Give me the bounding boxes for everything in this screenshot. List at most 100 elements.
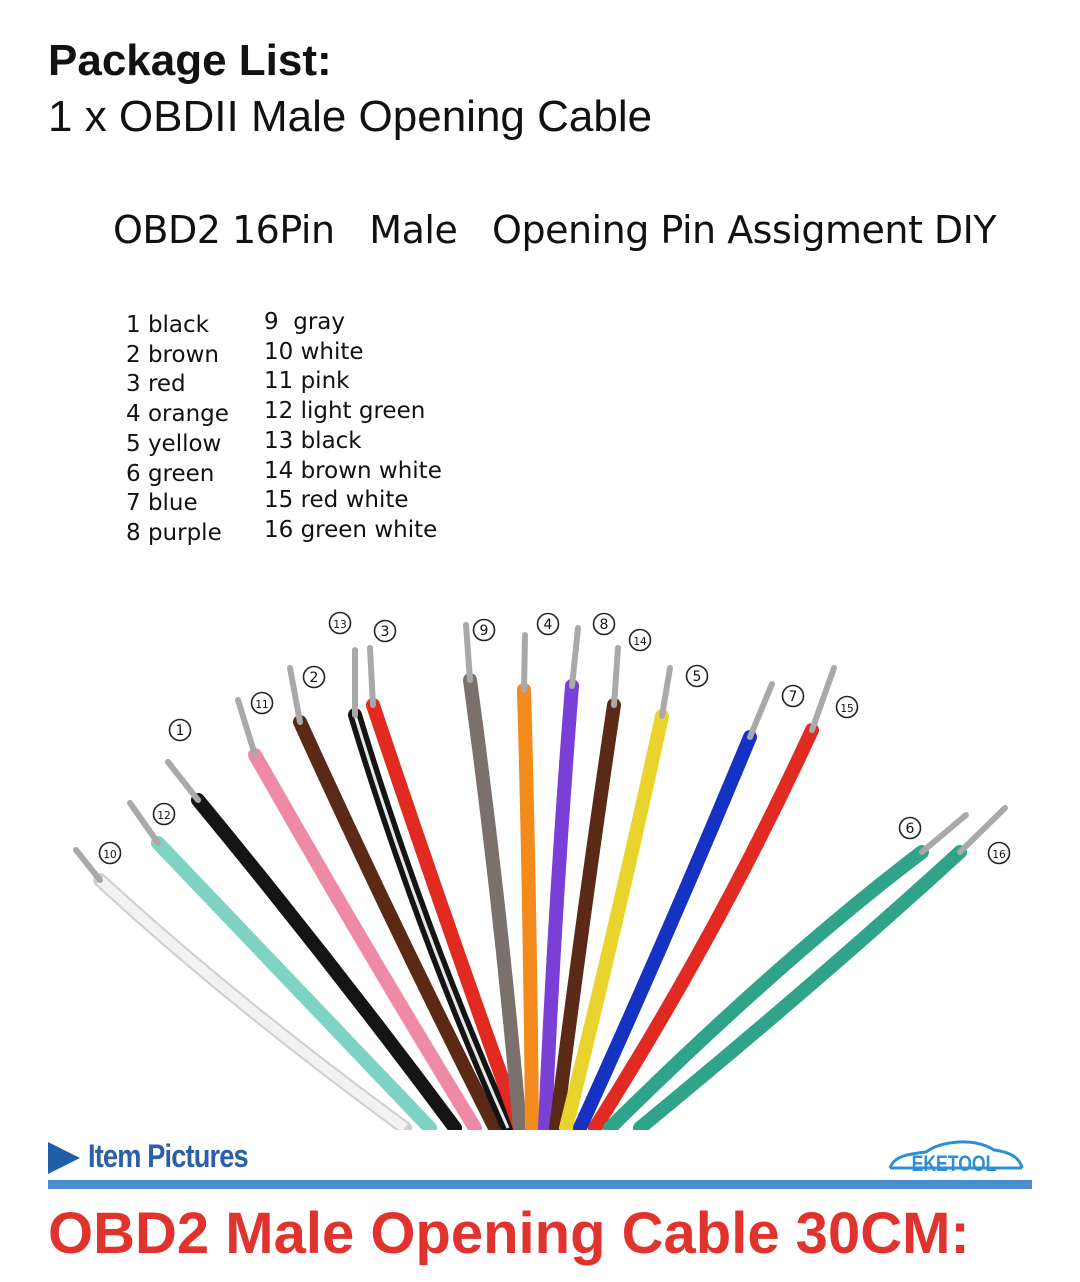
pin-marker-5: 5: [685, 664, 709, 688]
wire-13-stripe: [353, 714, 510, 1129]
pin-marker-circle: [152, 802, 176, 826]
wire-14: [549, 698, 621, 1130]
pin-entry: 16 green white: [264, 516, 438, 543]
wire-7: [573, 730, 757, 1130]
pin-marker-circle: [781, 684, 805, 708]
wire-12: [151, 836, 437, 1130]
pin-marker-number: 15: [840, 703, 853, 715]
pin-marker-number: 13: [333, 619, 346, 631]
pin-marker-circle: [373, 619, 397, 643]
pin-marker-circle: [987, 841, 1011, 865]
brand-logo: EKETOOL: [886, 1134, 1026, 1176]
wire-8-tip: [569, 625, 581, 689]
pin-marker-number: 2: [310, 670, 319, 686]
play-arrow-icon: [48, 1142, 80, 1174]
pin-entry: 2 brown: [126, 341, 219, 368]
wire-4-tip: [521, 632, 528, 693]
wire-6-tip: [919, 812, 969, 855]
pin-entry: 7 blue: [126, 490, 198, 517]
wires-group: [93, 673, 967, 1130]
pin-marker-number: 12: [157, 810, 170, 822]
pin-marker-13: 13: [328, 611, 352, 635]
pin-marker-2: 2: [302, 665, 326, 689]
wire-15: [588, 723, 819, 1130]
pin-marker-circle: [592, 612, 616, 636]
pin-marker-number: 5: [693, 669, 702, 685]
pin-entry: 6 green: [126, 460, 215, 487]
package-item: 1 x OBDII Male Opening Cable: [48, 92, 653, 141]
wire-10-tip: [73, 847, 103, 883]
wire-9-tip: [463, 622, 473, 683]
pin-entry: 15 red white: [264, 487, 409, 514]
pin-marker-8: 8: [592, 612, 616, 636]
brand-name: EKETOOL: [911, 1151, 997, 1176]
pin-marker-circle: [328, 611, 352, 635]
pin-entry: 8 purple: [126, 519, 222, 546]
pin-marker-10: 10: [98, 841, 122, 865]
pin-marker-number: 9: [480, 623, 489, 639]
wire-1-tip: [165, 759, 201, 803]
pin-marker-circle: [98, 841, 122, 865]
package-list-heading: Package List:: [48, 36, 332, 85]
wire-4: [517, 683, 539, 1130]
pin-marker-3: 3: [373, 619, 397, 643]
pin-marker-4: 4: [536, 612, 560, 636]
wire-14-tip: [611, 645, 621, 708]
pin-marker-12: 12: [152, 802, 176, 826]
wire-12-tip: [127, 800, 161, 846]
wire-3: [366, 698, 527, 1130]
pin-marker-circle: [835, 695, 859, 719]
wire-5-tip: [659, 665, 673, 719]
wire-1: [191, 793, 462, 1130]
pin-marker-14: 14: [628, 628, 652, 652]
wire-8: [538, 679, 579, 1130]
pin-marker-7: 7: [781, 684, 805, 708]
wire-5: [559, 709, 669, 1130]
pin-marker-number: 10: [103, 849, 116, 861]
pin-marker-number: 11: [255, 699, 268, 711]
pin-marker-15: 15: [835, 695, 859, 719]
wire-7-tip: [747, 681, 775, 740]
pin-entry: 11 pink: [264, 368, 350, 395]
pin-marker-6: 6: [898, 816, 922, 840]
pin-list-left: 1 black 2 brown 3 red 4 orange 5 yellow …: [126, 311, 229, 549]
pin-marker-circle: [536, 612, 560, 636]
pin-marker-9: 9: [472, 618, 496, 642]
pin-marker-number: 6: [906, 821, 915, 837]
pin-marker-circle: [168, 718, 192, 742]
car-outline-icon: [888, 1140, 1024, 1170]
wire-9: [463, 673, 527, 1130]
pin-marker-number: 4: [544, 617, 553, 633]
pin-marker-number: 3: [381, 624, 390, 640]
wire-2: [293, 715, 502, 1130]
pin-entry: 9 gray: [264, 309, 346, 335]
pin-marker-1: 1: [168, 718, 192, 742]
item-pictures-banner: Item Pictures EKETOOL: [48, 1130, 1032, 1190]
pin-marker-number: 14: [633, 636, 647, 648]
pin-marker-circle: [250, 691, 274, 715]
pin-marker-circle: [472, 618, 496, 642]
pin-entry: 14 brown white: [264, 457, 442, 484]
wire-tips-group: [73, 622, 1008, 883]
wire-11: [248, 748, 482, 1130]
pin-entry: 3 red: [126, 371, 186, 398]
pin-entry: 4 orange: [126, 401, 229, 428]
banner-divider: [48, 1180, 1032, 1189]
pin-marker-number: 16: [992, 849, 1006, 861]
pin-entry: 5 yellow: [126, 430, 222, 457]
wire-6: [603, 845, 929, 1130]
pin-marker-number: 8: [600, 617, 609, 633]
wire-16: [633, 845, 967, 1130]
wire-3-tip: [367, 645, 376, 708]
pin-marker-16: 16: [987, 841, 1011, 865]
pin-marker-circle: [685, 664, 709, 688]
pin-entry: 1 black: [126, 312, 209, 338]
pin-marker-circle: [302, 665, 326, 689]
pin-entry: 13 black: [264, 427, 362, 454]
pin-marker-number: 1: [176, 723, 185, 739]
wire-16-tip: [957, 805, 1008, 855]
wire-15-tip: [809, 665, 837, 733]
diagram-title: OBD2 16Pin Male Opening Pin Assigment DI…: [113, 208, 997, 252]
